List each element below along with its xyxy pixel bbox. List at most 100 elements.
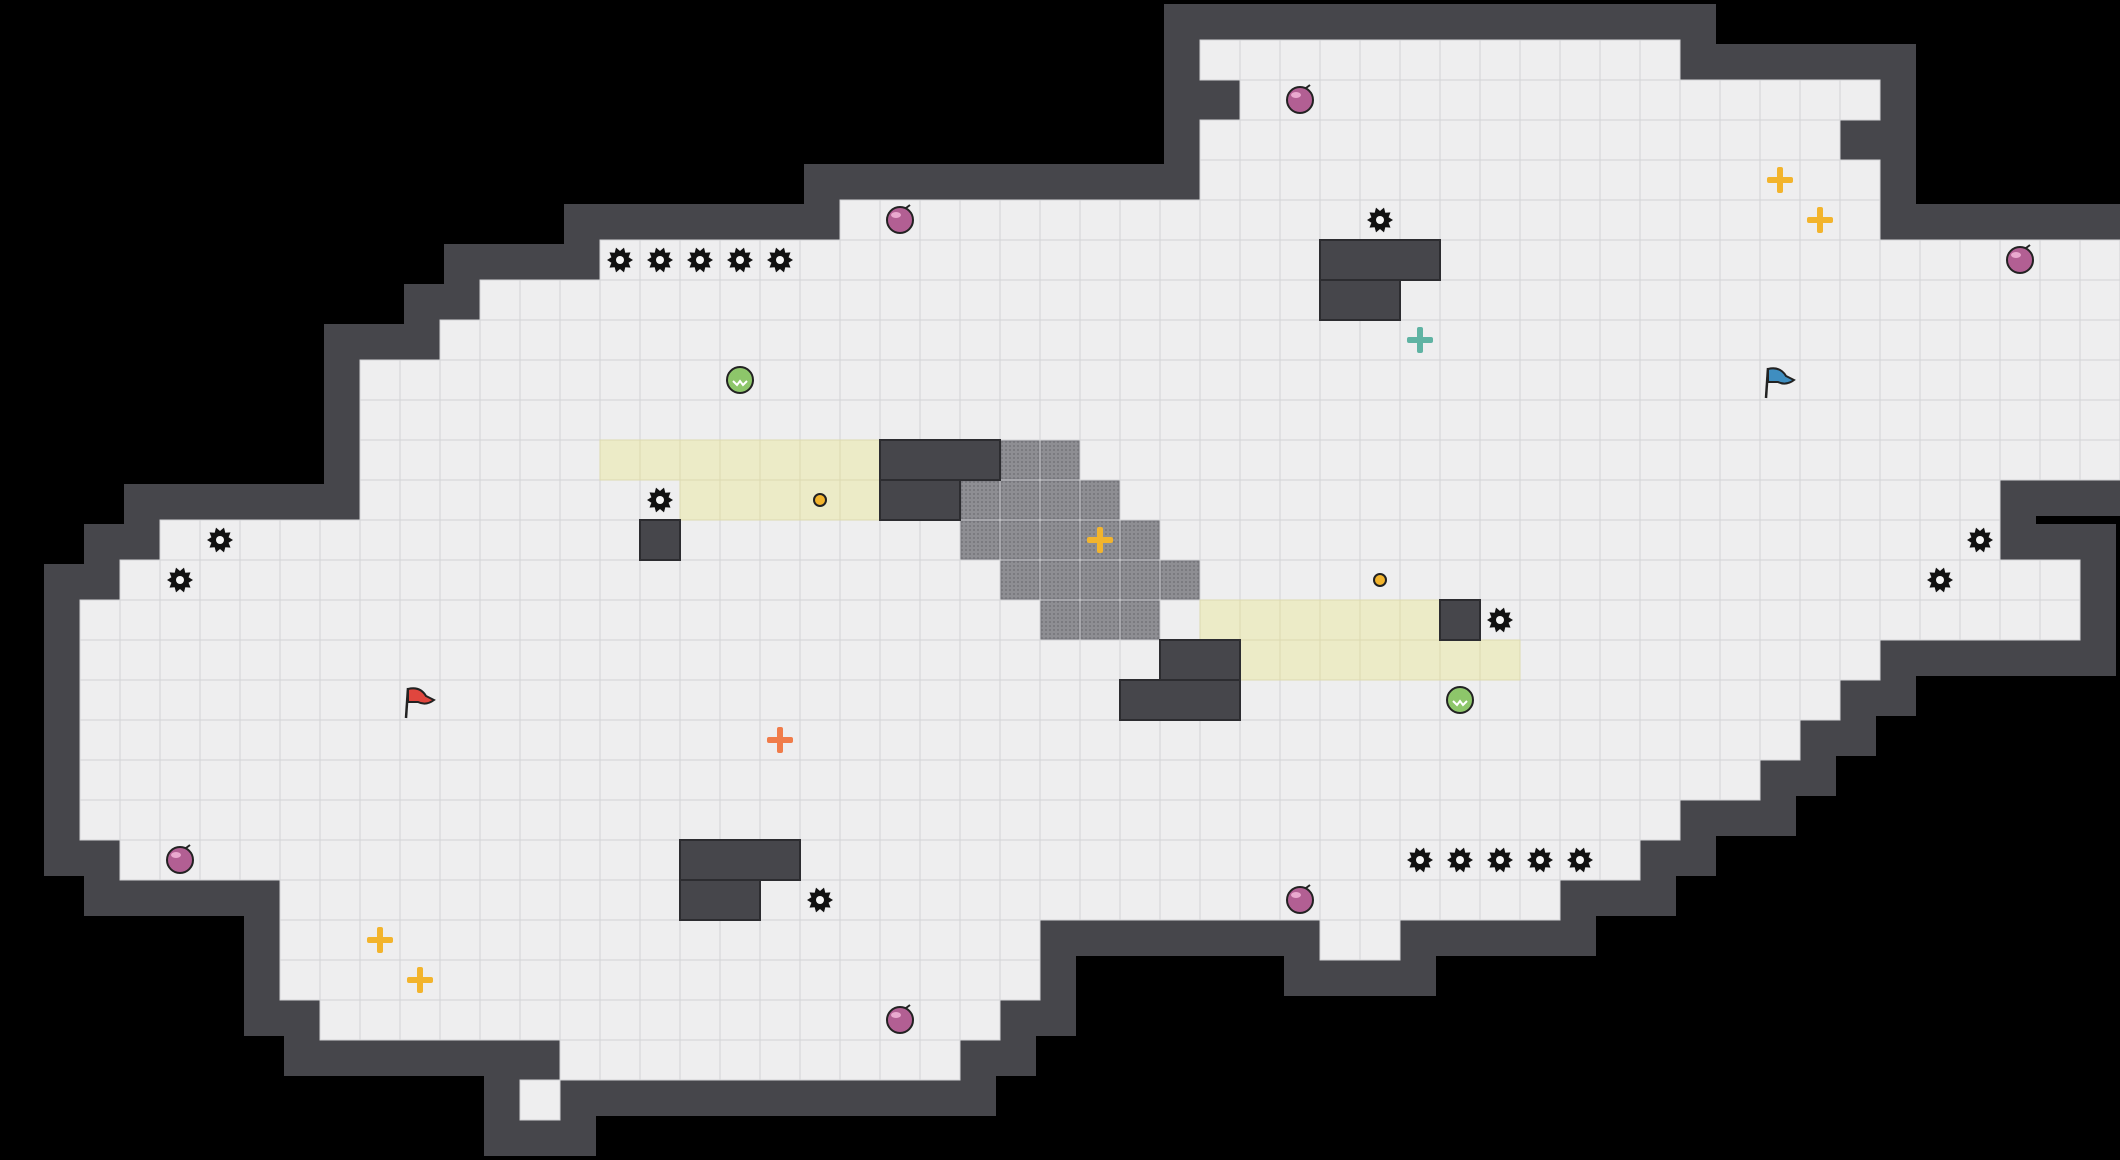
floor-tile	[1479, 119, 1521, 161]
floor-tile	[639, 359, 681, 401]
floor-tile	[679, 399, 721, 441]
floor-tile	[1359, 679, 1401, 721]
floor-tile	[1679, 319, 1721, 361]
floor-tile	[959, 999, 1001, 1041]
floor-tile	[439, 999, 481, 1041]
floor-tile	[1039, 639, 1081, 681]
floor-tile	[1879, 599, 1921, 641]
floor-tile	[1199, 439, 1241, 481]
floor-tile	[519, 399, 561, 441]
floor-tile	[559, 559, 601, 601]
floor-tile	[1639, 279, 1681, 321]
metal-grate-tile	[1040, 560, 1080, 600]
floor-tile	[1719, 319, 1761, 361]
floor-tile	[1479, 759, 1521, 801]
floor-tile	[599, 679, 641, 721]
floor-tile	[359, 959, 401, 1001]
floor-tile	[1559, 159, 1601, 201]
floor-tile	[1199, 319, 1241, 361]
floor-tile	[1599, 439, 1641, 481]
floor-tile	[799, 639, 841, 681]
floor-tile	[1679, 399, 1721, 441]
floor-tile	[399, 559, 441, 601]
floor-tile	[1719, 239, 1761, 281]
floor-tile	[599, 839, 641, 881]
floor-tile	[1919, 519, 1961, 561]
floor-tile	[1439, 399, 1481, 441]
floor-tile	[1279, 439, 1321, 481]
floor-tile	[879, 799, 921, 841]
floor-tile	[479, 559, 521, 601]
floor-tile	[2039, 279, 2081, 321]
floor-tile	[1239, 39, 1281, 81]
floor-tile	[1119, 839, 1161, 881]
floor-tile	[759, 999, 801, 1041]
floor-tile	[399, 999, 441, 1041]
floor-tile	[1519, 439, 1561, 481]
floor-tile	[679, 959, 721, 1001]
pad-tile	[759, 439, 801, 481]
floor-tile	[1239, 199, 1281, 241]
floor-tile	[759, 799, 801, 841]
floor-tile	[999, 759, 1041, 801]
spike-icon	[1407, 847, 1433, 873]
floor-tile	[359, 559, 401, 601]
floor-tile	[359, 599, 401, 641]
floor-tile	[1239, 719, 1281, 761]
floor-tile	[79, 719, 121, 761]
floor-tile	[2079, 319, 2120, 361]
floor-tile	[1279, 119, 1321, 161]
floor-tile	[559, 759, 601, 801]
floor-tile	[439, 559, 481, 601]
floor-tile	[1039, 839, 1081, 881]
floor-tile	[1759, 79, 1801, 121]
floor-tile	[479, 439, 521, 481]
pad-tile	[1439, 639, 1481, 681]
floor-tile	[519, 519, 561, 561]
floor-tile	[479, 639, 521, 681]
floor-tile	[1839, 599, 1881, 641]
floor-tile	[479, 479, 521, 521]
floor-tile	[1399, 279, 1441, 321]
floor-tile	[399, 479, 441, 521]
floor-tile	[239, 759, 281, 801]
floor-tile	[199, 599, 241, 641]
floor-tile	[1319, 799, 1361, 841]
floor-tile	[1839, 199, 1881, 241]
floor-tile	[1199, 199, 1241, 241]
floor-tile	[2039, 399, 2081, 441]
floor-tile	[439, 679, 481, 721]
floor-tile	[1239, 679, 1281, 721]
floor-tile	[719, 559, 761, 601]
floor-tile	[1559, 79, 1601, 121]
floor-tile	[1399, 879, 1441, 921]
spike-icon	[1967, 527, 1993, 553]
floor-tile	[1999, 599, 2041, 641]
spike-icon	[647, 247, 673, 273]
floor-tile	[919, 279, 961, 321]
red-flag-icon	[404, 687, 436, 719]
floor-tile	[159, 639, 201, 681]
floor-tile	[1079, 639, 1121, 681]
floor-tile	[2039, 439, 2081, 481]
pad-tile	[1359, 599, 1401, 641]
spike-icon	[167, 567, 193, 593]
floor-tile	[319, 919, 361, 961]
floor-tile	[479, 959, 521, 1001]
floor-tile	[599, 479, 641, 521]
floor-tile	[2039, 239, 2081, 281]
floor-tile	[959, 719, 1001, 761]
floor-tile	[439, 799, 481, 841]
floor-tile	[839, 319, 881, 361]
floor-tile	[439, 439, 481, 481]
floor-tile	[719, 999, 761, 1041]
floor-tile	[1679, 679, 1721, 721]
floor-tile	[1239, 359, 1281, 401]
floor-tile	[1439, 79, 1481, 121]
floor-tile	[1319, 839, 1361, 881]
floor-tile	[1639, 639, 1681, 681]
floor-tile	[1399, 799, 1441, 841]
orb-icon	[886, 1004, 914, 1034]
floor-tile	[1599, 599, 1641, 641]
floor-tile	[1719, 599, 1761, 641]
